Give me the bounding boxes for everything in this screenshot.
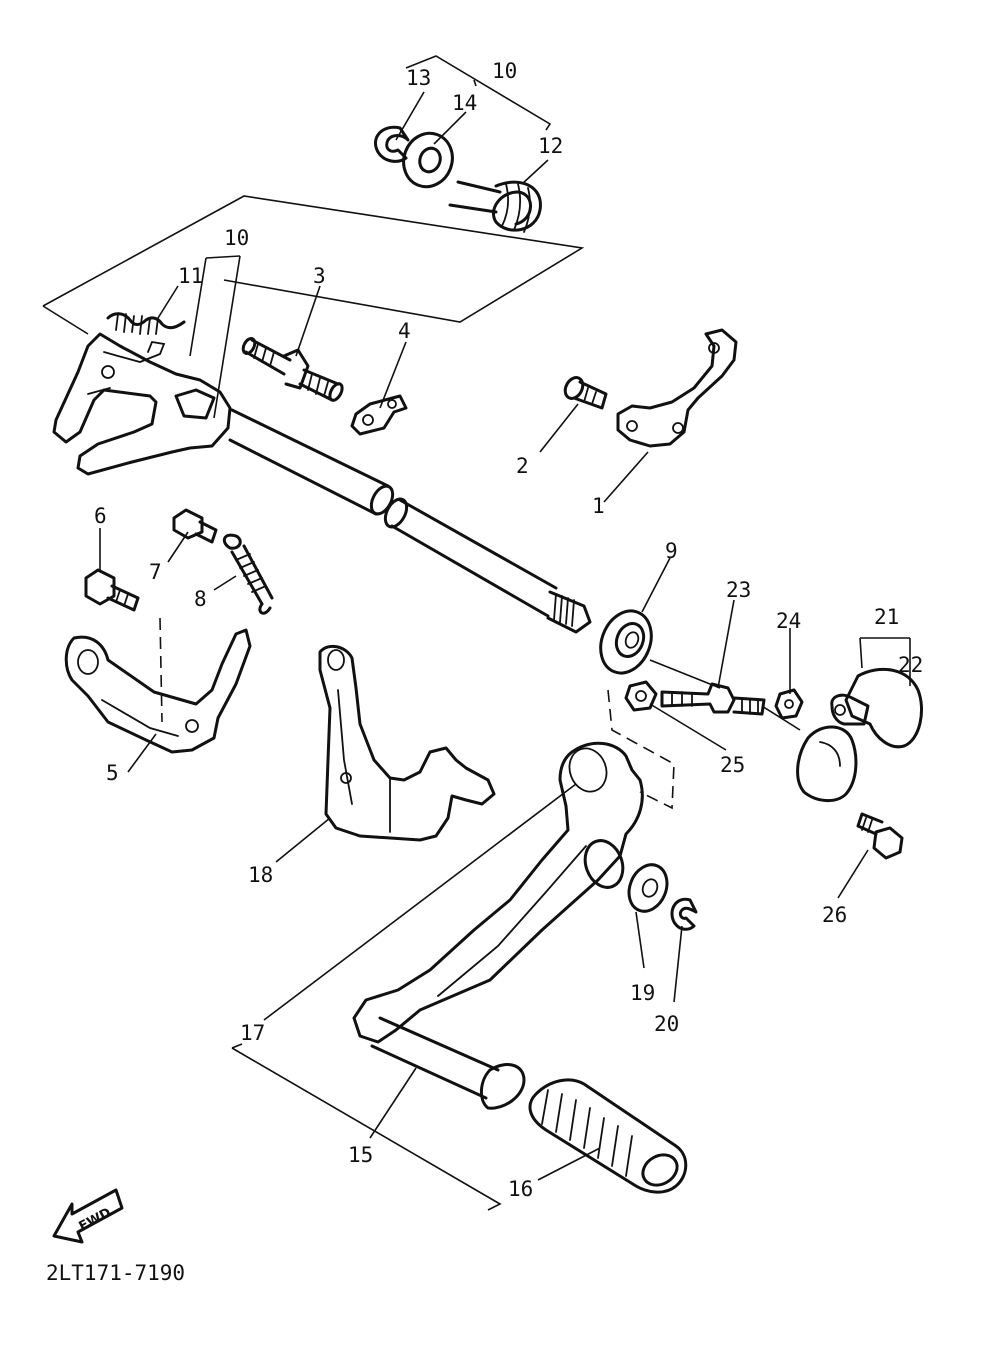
callout-21: 21 bbox=[874, 605, 899, 629]
callout-3: 3 bbox=[313, 264, 326, 288]
callout-labels: 1 2 3 4 5 6 7 8 9 10 10 11 12 13 14 15 1… bbox=[94, 59, 923, 1201]
callout-4: 4 bbox=[398, 319, 411, 343]
part-joint-21 bbox=[796, 725, 858, 802]
callout-11: 11 bbox=[178, 264, 203, 288]
part-washer-14 bbox=[402, 131, 454, 189]
callout-20: 20 bbox=[654, 1012, 679, 1036]
callout-7: 7 bbox=[149, 560, 162, 584]
callout-19: 19 bbox=[630, 981, 655, 1005]
part-nut-24 bbox=[774, 688, 804, 720]
callout-13: 13 bbox=[406, 66, 431, 90]
callout-24: 24 bbox=[776, 609, 801, 633]
part-bolt-2 bbox=[563, 376, 608, 410]
part-tie-rod-23 bbox=[660, 682, 766, 716]
part-bolt-7 bbox=[172, 508, 218, 544]
callout-10-upper: 10 bbox=[492, 59, 517, 83]
part-joint-22 bbox=[830, 667, 923, 749]
part-lock-plate-4 bbox=[350, 394, 408, 436]
callout-1: 1 bbox=[592, 494, 605, 518]
part-spring-8 bbox=[222, 533, 274, 615]
callout-leaders bbox=[99, 91, 869, 1181]
part-stud-bolt-3 bbox=[241, 337, 344, 402]
dashed-alignment-lines bbox=[159, 617, 675, 810]
part-shift-pedal-17 bbox=[352, 741, 644, 1044]
part-oil-seal-9 bbox=[599, 609, 653, 675]
callout-6: 6 bbox=[94, 504, 107, 528]
part-circlip-13 bbox=[374, 125, 410, 163]
callout-10-lower: 10 bbox=[224, 226, 249, 250]
part-bolt-6 bbox=[84, 568, 140, 612]
callout-18: 18 bbox=[248, 863, 273, 887]
part-nut-25 bbox=[624, 680, 658, 712]
callout-9: 9 bbox=[665, 539, 678, 563]
part-bolt-26 bbox=[856, 812, 904, 860]
part-link-arm-18 bbox=[318, 644, 496, 842]
callout-25: 25 bbox=[720, 753, 745, 777]
callout-8: 8 bbox=[194, 587, 207, 611]
callout-16: 16 bbox=[508, 1177, 533, 1201]
part-shift-shaft bbox=[228, 408, 592, 634]
part-washer-19 bbox=[627, 863, 669, 913]
assembly-outline-lines bbox=[42, 55, 911, 1211]
part-shift-lever-5 bbox=[64, 628, 252, 754]
part-shift-arm-10 bbox=[52, 332, 232, 476]
part-guide-plate-1 bbox=[616, 328, 738, 448]
drawing-code: 2LT171-7190 bbox=[46, 1261, 185, 1285]
callout-15: 15 bbox=[348, 1143, 373, 1167]
part-torsion-spring-12 bbox=[448, 180, 542, 233]
part-spring-11 bbox=[106, 312, 186, 335]
callout-5: 5 bbox=[106, 761, 119, 785]
callout-26: 26 bbox=[822, 903, 847, 927]
callout-2: 2 bbox=[516, 454, 529, 478]
callout-22: 22 bbox=[898, 653, 923, 677]
callout-14: 14 bbox=[452, 91, 477, 115]
callout-12: 12 bbox=[538, 134, 563, 158]
part-rubber-grip-16 bbox=[528, 1078, 688, 1194]
callout-17: 17 bbox=[240, 1021, 265, 1045]
part-circlip-20 bbox=[670, 897, 698, 931]
forward-arrow-icon: FWD bbox=[52, 1188, 124, 1244]
part-pedal-shaft-15 bbox=[370, 1016, 526, 1110]
callout-23: 23 bbox=[726, 578, 751, 602]
